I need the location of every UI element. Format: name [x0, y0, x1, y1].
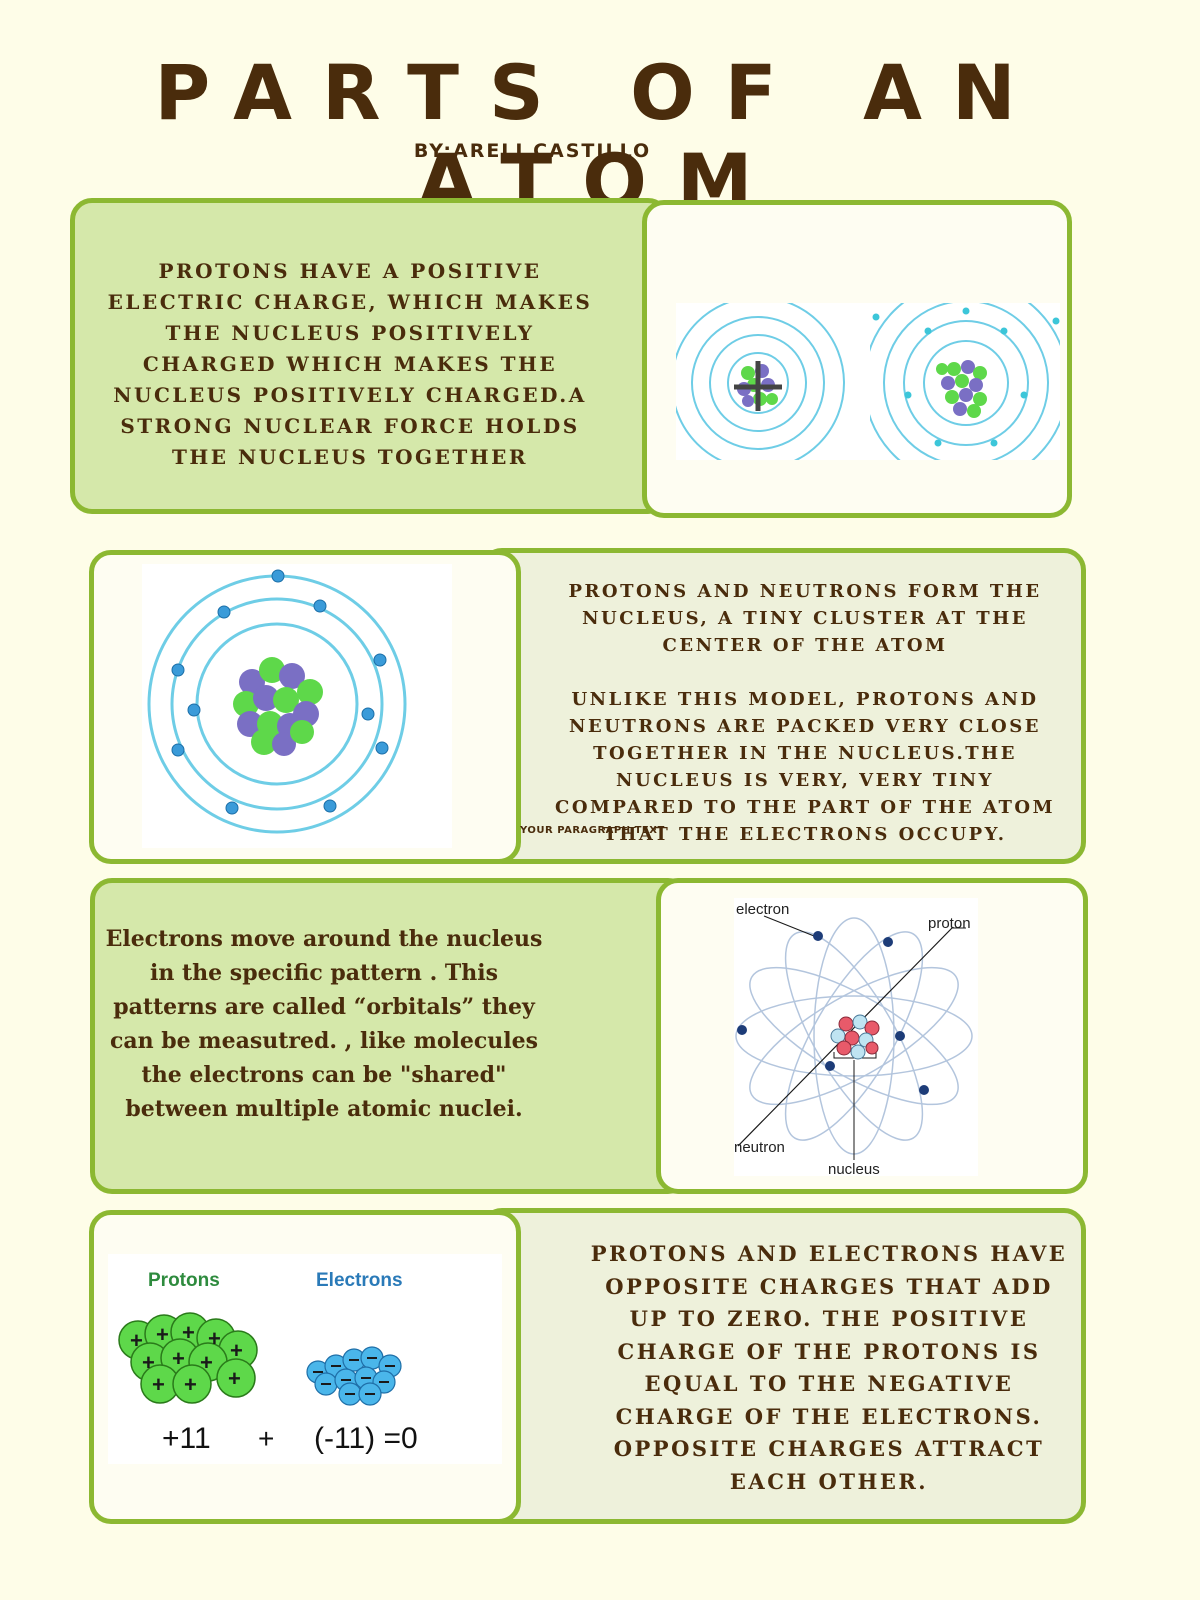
equation-left: +11: [162, 1422, 211, 1455]
equation-right: (-11) =0: [314, 1422, 418, 1455]
section4-charge-image: Protons Electrons +++ +++ +++ ++: [108, 1254, 502, 1464]
section2-atom-model-image: [142, 564, 452, 848]
section1-text-panel: [70, 198, 670, 514]
label-neutron: neutron: [734, 1139, 785, 1156]
page-title: PARTS OF AN ATOM: [154, 48, 1046, 226]
svg-text:+: +: [142, 1350, 155, 1375]
section1-atom-images: [671, 280, 1069, 486]
label-proton: proton: [928, 915, 971, 932]
protons-electrons-charge-illustration: Protons Electrons +++ +++ +++ ++: [118, 1270, 418, 1455]
svg-text:+: +: [172, 1346, 185, 1371]
svg-text:+: +: [156, 1322, 169, 1347]
section4-text: PROTONS AND ELECTRONS HAVE OPPOSITE CHAR…: [590, 1241, 1068, 1494]
nucleus-closeup-illustration: [671, 280, 1069, 486]
svg-text:+: +: [200, 1350, 213, 1375]
section2-text: PROTONS AND NEUTRONS FORM THE NUCLEUS, A…: [555, 581, 1055, 845]
svg-text:+: +: [182, 1320, 195, 1345]
author-byline: BY:ARELI CASTILLO: [413, 140, 652, 162]
bohr-atom-model-illustration: [147, 569, 407, 834]
svg-text:+: +: [152, 1372, 165, 1397]
label-electron: electron: [736, 901, 789, 918]
section2-text-panel: [480, 548, 1086, 864]
svg-text:+: +: [230, 1338, 243, 1363]
svg-text:+: +: [130, 1328, 143, 1353]
section4-text-panel: [480, 1208, 1086, 1524]
equation-plus: +: [258, 1423, 274, 1454]
section3-text-panel: [90, 878, 690, 1194]
section3-orbital-diagram: electron proton neutron nucleus: [734, 898, 978, 1178]
electrons-label: Electrons: [316, 1270, 403, 1291]
svg-text:+: +: [208, 1326, 221, 1351]
paragraph-placeholder-note: YOUR PARAGRAPH TEXT: [520, 825, 665, 836]
protons-label: Protons: [148, 1270, 220, 1291]
section3-text: Electrons move around the nucleus in the…: [105, 926, 543, 1122]
section1-text: PROTONS HAVE A POSITIVE ELECTRIC CHARGE,…: [107, 259, 593, 469]
label-nucleus: nucleus: [828, 1161, 880, 1176]
atom-orbitals-diagram: electron proton neutron nucleus: [734, 901, 973, 1178]
svg-text:+: +: [184, 1372, 197, 1397]
svg-text:+: +: [228, 1366, 241, 1391]
